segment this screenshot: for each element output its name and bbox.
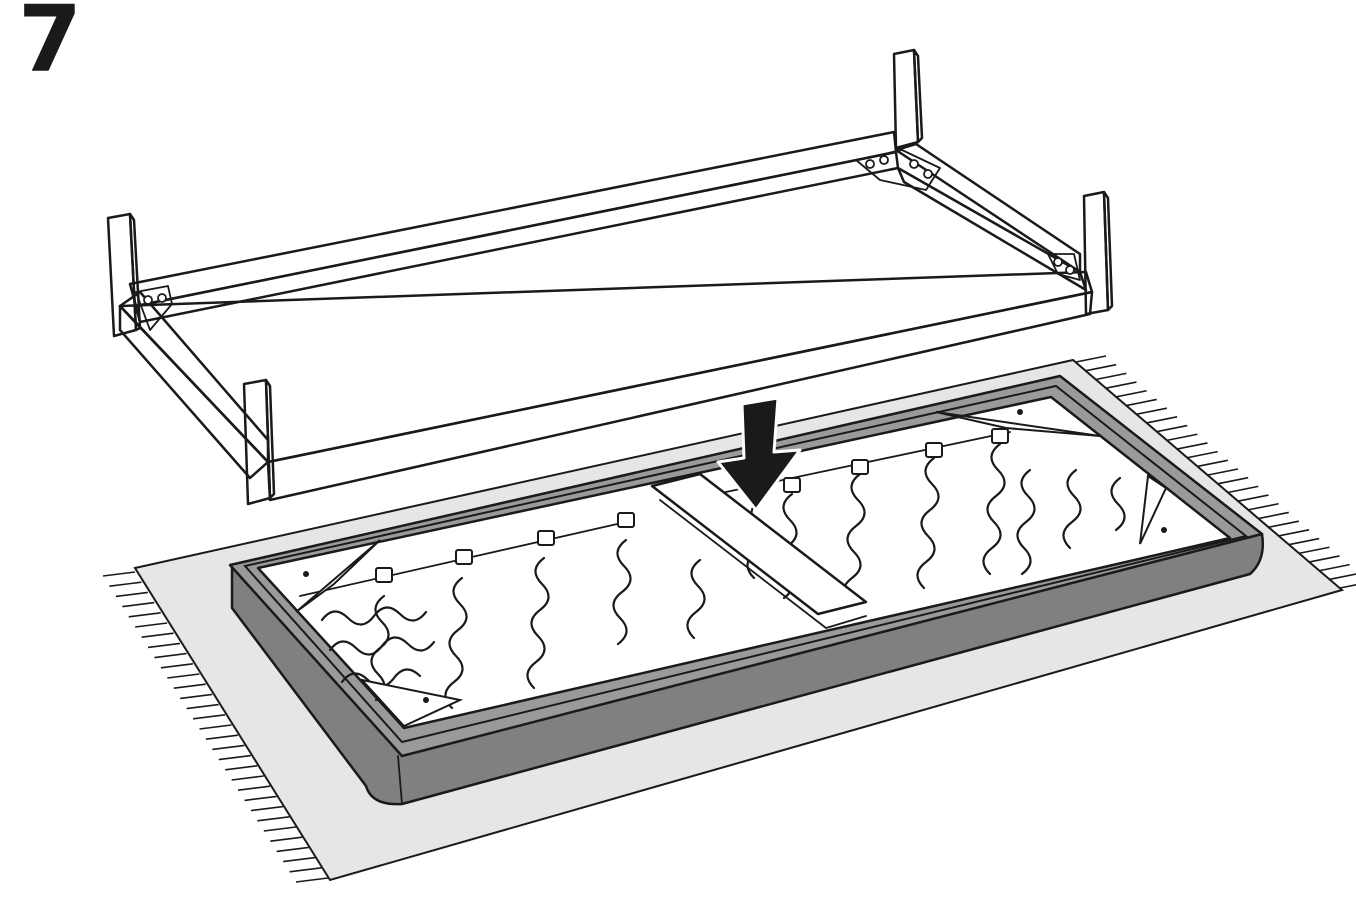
rug-fringe-strand [192,714,226,720]
rug-fringe-left [102,571,329,883]
rug-fringe-strand [1157,424,1188,433]
rug-fringe-strand [205,734,239,740]
rug-fringe-strand [122,601,155,608]
rug-fringe-strand [289,867,322,873]
rug-fringe-strand [238,785,271,791]
rug-fringe-right [1075,355,1356,589]
rug-fringe-strand [102,571,136,577]
rug-fringe-strand [1197,459,1229,468]
rug-fringe-strand [186,703,219,710]
rug-fringe-strand [1167,433,1198,442]
rug-fringe-strand [212,744,245,751]
rug-fringe-strand [1116,389,1147,398]
corner-bracket-right [1047,253,1081,281]
rug-fringe-strand [1228,485,1259,494]
seat-frame [228,374,1264,806]
rug-fringe-strand [1278,529,1310,537]
rug-fringe-strand [1339,583,1356,589]
rug-fringe-strand [109,581,142,587]
rug-fringe-strand [115,591,148,598]
rug-fringe-strand [1268,520,1300,528]
rug-fringe-strand [1258,511,1289,520]
rug-fringe-strand [1126,398,1157,407]
rug-fringe-strand [218,754,251,761]
rug-fringe-strand [283,856,316,863]
rug-fringe-strand [1146,416,1178,424]
rug-fringe-strand [1319,563,1350,572]
rug-fringe-strand [167,673,200,679]
step-number: 7 [18,0,83,93]
leg-frame [106,48,1114,506]
rug-fringe-strand [1207,468,1239,476]
rug-fringe-strand [128,612,161,618]
rug-fringe-strand [276,846,309,853]
rug-fringe-strand [1085,363,1117,372]
rug-fringe-strand [1106,381,1137,389]
rug-fringe-strand [257,816,290,822]
rug-fringe-strand [1177,442,1208,450]
rug-fringe-strand [199,724,232,730]
rug-fringe-strand [295,877,329,883]
rug-fringe-strand [263,826,296,832]
rug-fringe-strand [250,805,284,812]
rug-fringe-strand [231,775,264,781]
rug-fringe-strand [135,622,168,628]
rug-fringe-strand [1248,502,1279,511]
rug-fringe-strand [160,663,193,669]
rug-fringe-strand [270,836,303,842]
spring-clips [375,428,1009,583]
rug-fringe-strand [244,795,277,802]
rug-fringe-strand [1187,450,1218,459]
rug-fringe-strand [1289,537,1320,546]
seat-springs-left [320,538,706,710]
rug-fringe-strand [147,642,181,649]
rug-fringe-strand [1217,476,1249,485]
rug-fringe-strand [1238,494,1269,502]
corner-bracket-back-right [855,149,941,191]
down-arrow-icon [716,396,802,512]
rug-fringe-strand [225,765,258,771]
rug-fringe-strand [1299,546,1330,555]
rug-fringe-strand [154,652,187,659]
rug-fringe-strand [180,693,213,700]
rug-fringe-strand [141,632,174,638]
rug-fringe-strand [1096,372,1127,381]
rug-fringe-strand [1136,407,1168,415]
rug-fringe-strand [173,683,206,689]
corner-bracket-left [135,285,173,331]
rug-fringe-strand [1329,573,1356,581]
rug-fringe-strand [1309,555,1340,563]
rug-fringe-strand [1075,355,1107,363]
